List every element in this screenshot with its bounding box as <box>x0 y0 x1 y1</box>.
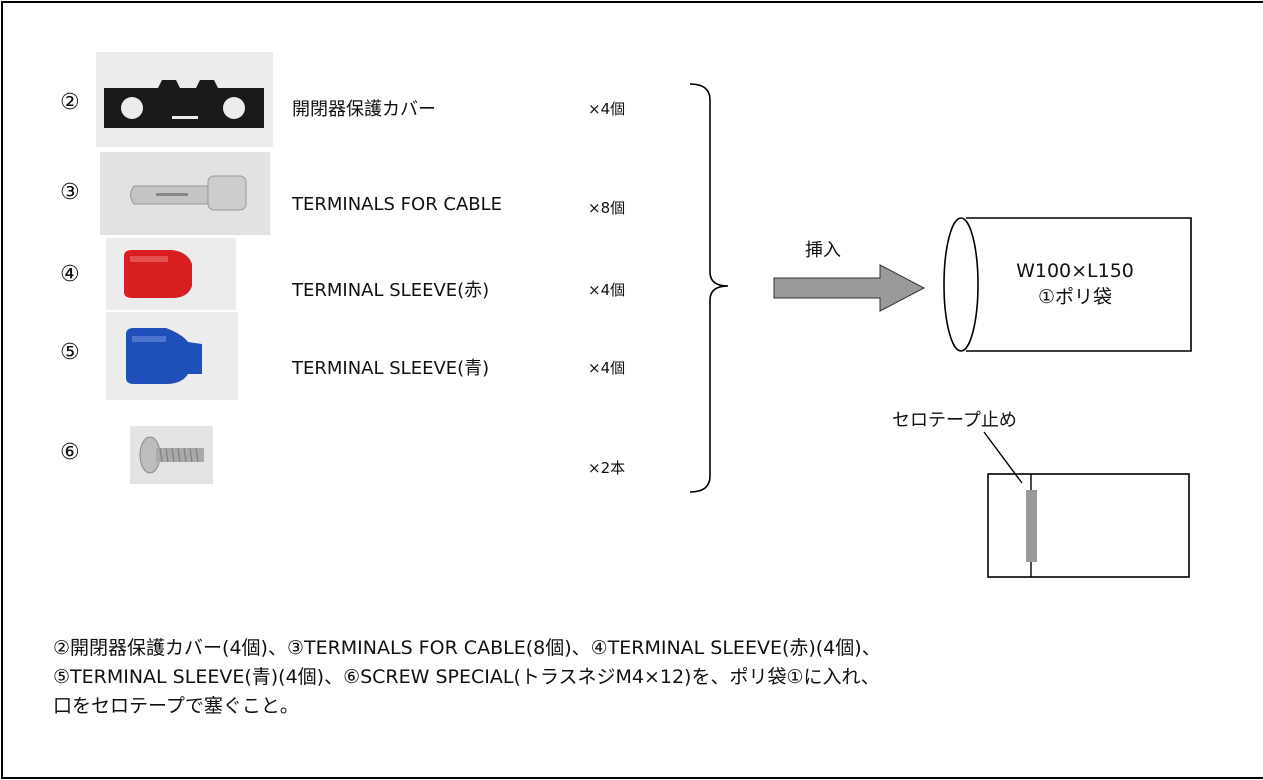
tape-leader-line <box>983 431 1023 484</box>
tape-label: セロテープ止め <box>892 410 1017 431</box>
instruction-line-1: ②開閉器保護カバー(4個)、③TERMINALS FOR CABLE(8個)、④… <box>53 637 881 659</box>
item-qty-3: ×8個 <box>588 199 626 217</box>
item-name-5: TERMINAL SLEEVE(青) <box>292 358 490 379</box>
item-qty-6: ×2本 <box>588 459 626 477</box>
item-name-3: TERMINALS FOR CABLE <box>292 194 503 215</box>
instruction-line-3: 口をセロテープで塞ぐこと。 <box>53 695 299 717</box>
item-qty-5: ×4個 <box>588 359 626 377</box>
tape-strip <box>1026 490 1037 562</box>
item-number-3: ③ <box>60 180 80 205</box>
cable-terminal-photo <box>100 152 270 235</box>
instruction-line-2: ⑤TERMINAL SLEEVE(青)(4個)、⑥SCREW SPECIAL(ト… <box>53 666 880 688</box>
bag-name-label: ①ポリ袋 <box>1037 286 1113 308</box>
item-number-6: ⑥ <box>60 440 80 465</box>
item-qty-4: ×4個 <box>588 281 626 299</box>
item-name-4: TERMINAL SLEEVE(赤) <box>292 280 490 301</box>
grouping-brace <box>689 83 729 493</box>
poly-bag-opening <box>943 217 979 352</box>
poly-bag-outline <box>966 217 1192 352</box>
item-number-4: ④ <box>60 262 80 287</box>
screw-photo <box>130 426 213 484</box>
red-sleeve-photo <box>106 238 236 310</box>
bag-size-label: W100×L150 <box>1016 260 1134 282</box>
sealed-bag-rect <box>987 473 1190 578</box>
item-name-2: 開閉器保護カバー <box>292 99 436 120</box>
item-number-5: ⑤ <box>60 340 80 365</box>
insert-arrow-icon <box>773 264 926 312</box>
protective-cover-photo <box>96 52 273 147</box>
item-number-2: ② <box>60 90 80 115</box>
insert-label: 挿入 <box>805 240 841 261</box>
item-qty-2: ×4個 <box>588 100 626 118</box>
blue-sleeve-photo <box>106 312 238 400</box>
